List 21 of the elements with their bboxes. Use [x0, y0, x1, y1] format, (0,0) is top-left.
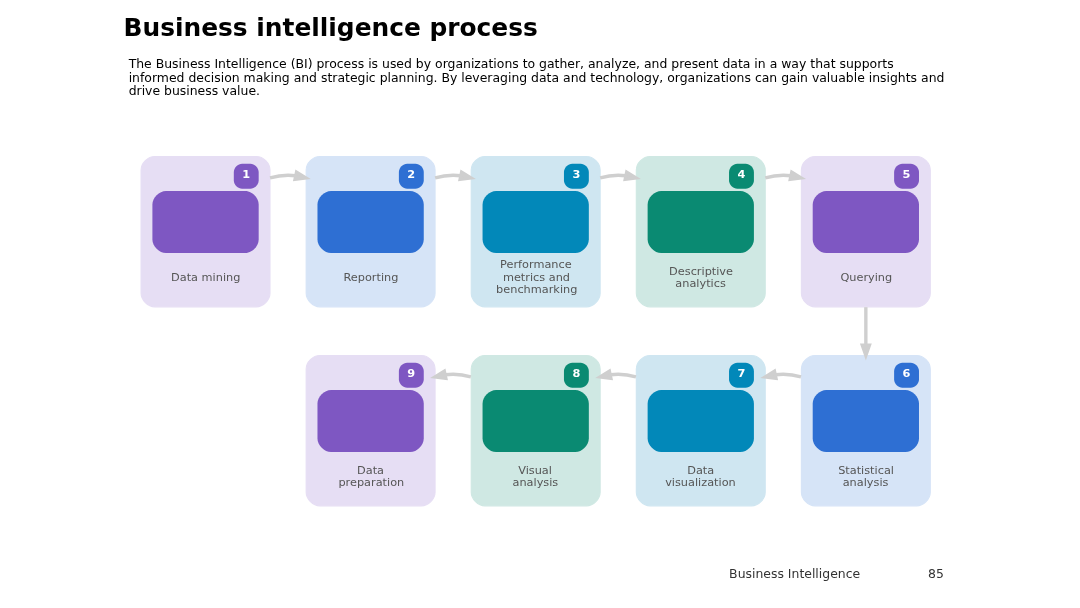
node-box: 2 Reporting	[305, 155, 436, 308]
arrow	[759, 368, 801, 381]
node-box: 9 Data preparation	[305, 354, 436, 507]
node-box: 8 Visual analysis	[470, 354, 601, 507]
arrow	[429, 368, 471, 381]
node-box: 5 Querying	[800, 155, 931, 308]
label: Business Intelligence	[728, 565, 860, 581]
label: 85	[927, 565, 944, 581]
arrow	[599, 169, 641, 182]
diagram-title: Business intelligence process	[123, 13, 538, 43]
node-box: 7 Data visualization	[635, 354, 766, 507]
arrow	[269, 169, 311, 182]
node-box: 4 Descriptive analytics	[635, 155, 766, 308]
arrow	[764, 169, 806, 182]
arrow	[434, 169, 476, 182]
label: The Business Intelligence (BI) process is used by organizations to gather, analyze, and present data in a way that supports informed decision making and strategic planning. By leveraging data and technology, organizations can gain valuable insights and drive business value.	[128, 56, 944, 99]
node-box: 3 Performance metrics and benchmarking	[470, 155, 601, 308]
node-box: 6 Statistical analysis	[800, 354, 931, 507]
arrow	[859, 307, 872, 361]
node-box: 1 Data mining	[140, 155, 271, 308]
arrow	[594, 368, 636, 381]
